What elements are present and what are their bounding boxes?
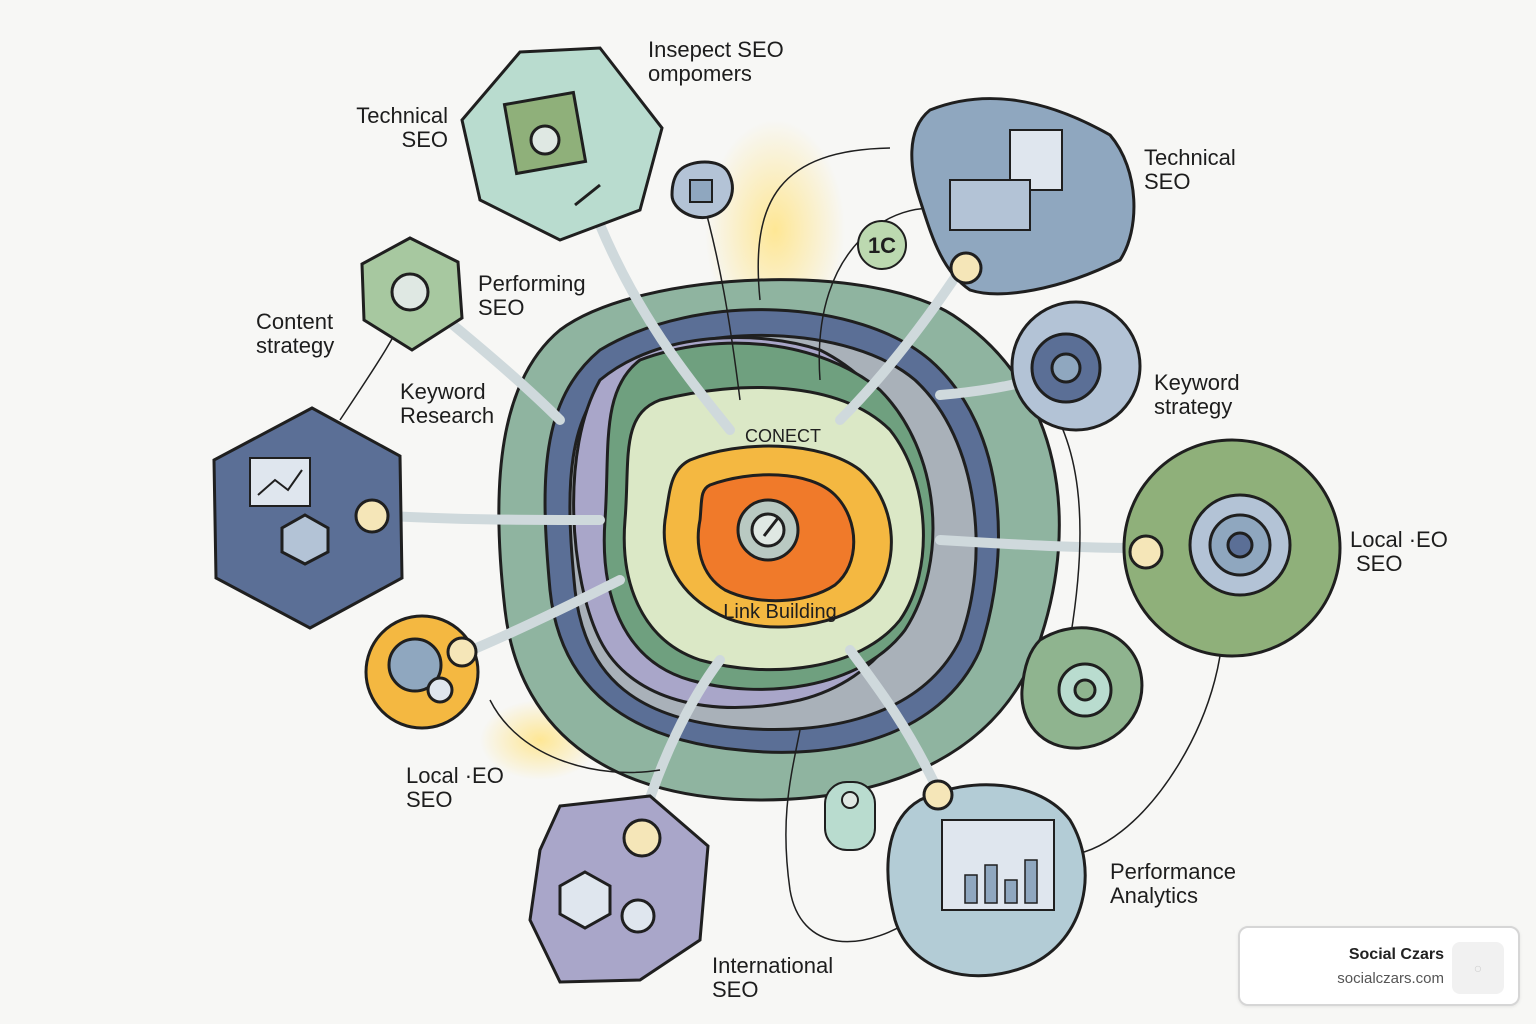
label-international-seo: International SEO [712, 954, 833, 1002]
connections [365, 220, 1145, 835]
chart-icon [249, 457, 311, 507]
cube-node [670, 160, 734, 219]
label-line: SEO [406, 787, 453, 812]
label-line: Analytics [1110, 883, 1199, 908]
badge-1c-label: 1C [868, 233, 896, 258]
brand-card[interactable]: Social Czars socialczars.com ○ [1238, 926, 1520, 1006]
technical-seo-node-left [460, 46, 664, 242]
label-line: SEO [1356, 551, 1403, 576]
international-seo-node [528, 794, 710, 984]
logo-placeholder-icon: ○ [1452, 942, 1504, 994]
label-technical-seo-right: Technical SEO [1144, 146, 1236, 194]
label-line: strategy [1154, 394, 1233, 419]
label-line: SEO [1144, 169, 1191, 194]
label-line: Performing [478, 271, 586, 296]
label-line: Keyword [400, 379, 486, 404]
box-icon [689, 179, 713, 203]
brand-url[interactable]: socialczars.com [1337, 970, 1444, 987]
brand-name: Social Czars [1348, 946, 1444, 963]
central-core [497, 278, 1061, 802]
label-line: Content [256, 309, 334, 334]
label-top-components: Insepect SEO ompomers [648, 38, 784, 86]
label-line: SEO [401, 127, 448, 152]
search-badge-node [824, 781, 876, 851]
label-line: Local ·EO [1350, 527, 1448, 552]
label-line: Technical [1144, 145, 1236, 170]
keyword-research-node [212, 406, 404, 630]
label-performance-analytics: Performance Analytics [1110, 860, 1236, 908]
screen-icon [949, 179, 1031, 231]
label-performing-seo: Performing SEO [478, 272, 586, 320]
label-line: ompomers [648, 61, 752, 86]
keyword-strategy-node [1010, 300, 1142, 432]
label-line: International [712, 953, 834, 978]
label-line: Performance [1110, 859, 1236, 884]
label-line: strategy [256, 333, 335, 358]
local-seo-node-right [1122, 438, 1342, 658]
label-keyword-research: Keyword Research [400, 380, 494, 428]
label-line: Insepect SEO [648, 37, 784, 62]
ring-icon [390, 272, 430, 312]
label-local-seo-left: Local ·EO SEO [406, 764, 504, 812]
label-line: Keyword [1154, 370, 1240, 395]
label-line: Local ·EO [406, 763, 504, 788]
core-link-building-label: Link Building [723, 601, 836, 623]
label-line: SEO [712, 977, 759, 1002]
label-local-seo-right: Local ·EO SEO [1350, 528, 1448, 576]
technical-seo-node-right [910, 97, 1136, 296]
hexagon-icon [558, 870, 612, 930]
performance-analytics-node [886, 779, 1087, 978]
target-node-right-mid [1020, 626, 1144, 750]
local-seo-node-left [364, 614, 480, 730]
label-line: Research [400, 403, 495, 428]
performing-seo-node [360, 236, 464, 352]
core-connect-label: CONECT [745, 426, 821, 446]
label-keyword-strategy: Keyword strategy [1154, 371, 1240, 419]
label-line: Technical [356, 103, 448, 128]
search-icon [841, 791, 859, 809]
hexagon-icon [280, 513, 330, 566]
label-line: SEO [478, 295, 525, 320]
badge-1c-node [857, 220, 907, 270]
label-content-strategy: Content strategy [256, 310, 334, 358]
label-technical-seo-left: Technical SEO [344, 104, 448, 152]
